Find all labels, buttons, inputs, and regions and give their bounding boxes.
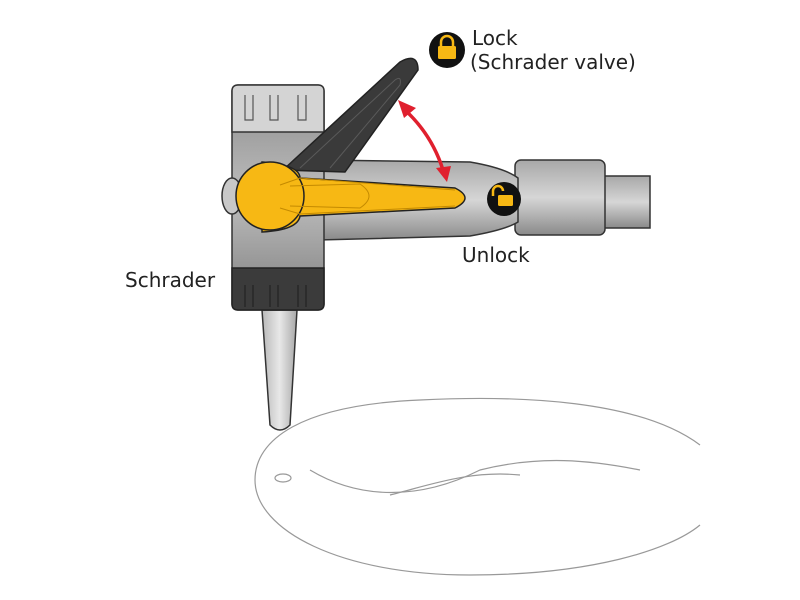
lock-sublabel: (Schrader valve): [470, 50, 636, 74]
padlock-open-icon: [487, 182, 521, 216]
schrader-label: Schrader: [125, 268, 216, 292]
schrader-nozzle: [261, 309, 298, 431]
lever-lock-position: [281, 57, 419, 173]
hose-collar: [514, 159, 606, 236]
tire-tube: [254, 397, 701, 576]
lever-unlock-position: [235, 161, 466, 233]
unlock-label: Unlock: [462, 243, 530, 267]
padlock-closed-icon: [429, 32, 465, 68]
valve-hole: [274, 473, 292, 483]
rotation-arrow: [398, 100, 451, 182]
lock-label: Lock: [472, 26, 518, 50]
